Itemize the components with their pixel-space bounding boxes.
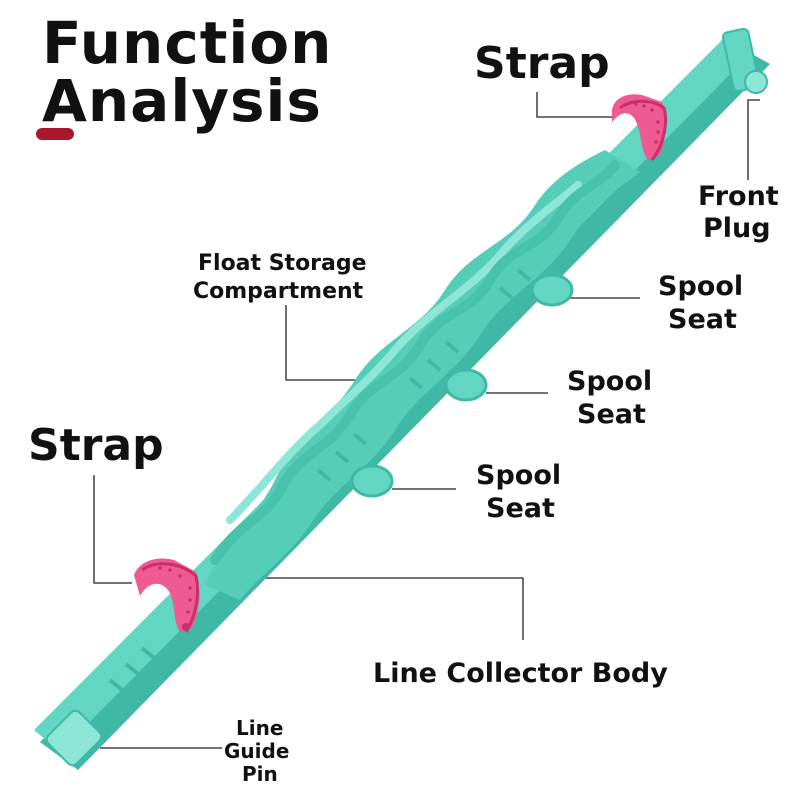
label-line-guide-pin-line-3: Pin — [242, 762, 278, 786]
label-front-plug-line-1: Front — [698, 181, 779, 212]
title-line-1: Function — [42, 9, 333, 77]
float-storage-compartment — [205, 150, 640, 600]
spool-seat-3 — [350, 464, 394, 498]
leader-strap-top — [536, 92, 612, 118]
label-strap-top: Strap — [474, 38, 610, 89]
label-spool-seat-1-line-2: Seat — [668, 304, 737, 335]
label-spool-seat-2-line-2: Seat — [577, 399, 646, 430]
label-float-storage-line-1: Float Storage — [198, 251, 367, 276]
spool-seat-1 — [530, 273, 574, 307]
leader-float-storage — [285, 305, 388, 381]
label-float-storage-line-2: Compartment — [193, 279, 364, 304]
guide-notches — [108, 268, 532, 692]
leader-front-plug — [747, 99, 760, 180]
compartment-highlight — [226, 181, 582, 524]
label-spool-seat-2-line-1: Spool — [567, 366, 653, 397]
label-front-plug-line-2: Plug — [703, 213, 771, 244]
title-accent-bar — [36, 128, 74, 140]
label-spool-seat-1-line-1: Spool — [658, 271, 744, 302]
label-line-guide-pin-line-2: Guide — [224, 739, 290, 763]
collector-body — [34, 27, 770, 770]
spool-seats — [350, 273, 574, 498]
line-guide-pin-shape — [45, 709, 103, 767]
front-plug — [721, 27, 768, 94]
strap-bottom-shape — [134, 558, 200, 633]
label-spool-seat-3-line-2: Seat — [486, 493, 555, 524]
strap-top-shape — [612, 94, 667, 161]
label-line-guide-pin-line-1: Line — [236, 716, 284, 740]
leader-lines — [93, 92, 760, 749]
label-strap-bottom: Strap — [28, 420, 164, 471]
leader-strap-bottom — [93, 475, 132, 584]
label-spool-seat-3-line-1: Spool — [476, 460, 562, 491]
spool-seat-2 — [444, 368, 488, 402]
label-line-collector-body: Line Collector Body — [373, 658, 668, 689]
title-line-2: Analysis — [42, 67, 322, 135]
compartment-ridge — [210, 160, 620, 565]
leader-body — [260, 577, 524, 640]
